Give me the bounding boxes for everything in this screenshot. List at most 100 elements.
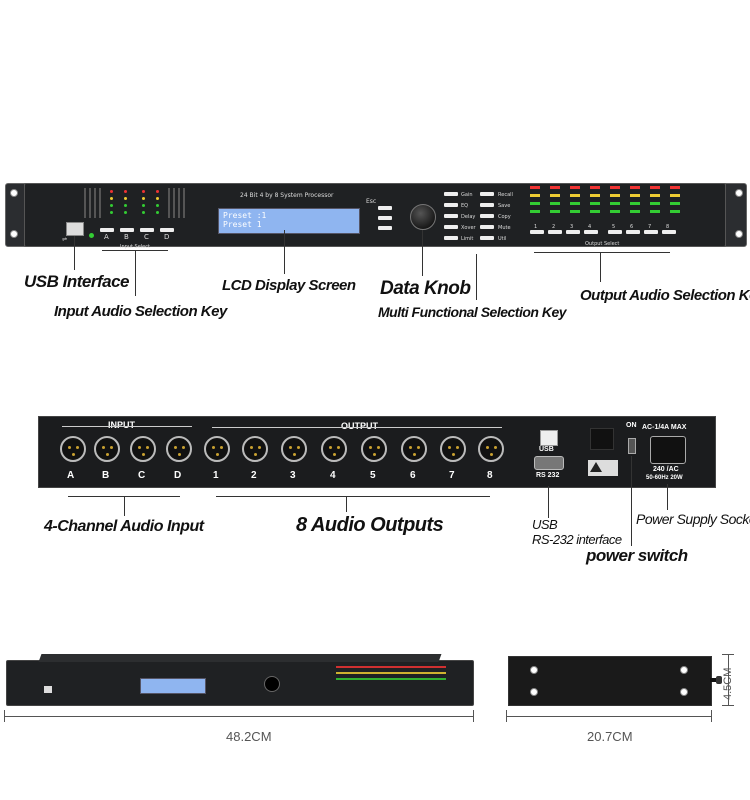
input-key-label: C: [144, 233, 149, 241]
input-jack-label: B: [102, 470, 110, 481]
meter-led: [124, 197, 127, 200]
power-rating-label: AC-1/4A MAX: [642, 424, 687, 431]
output-key-4[interactable]: [584, 230, 598, 234]
esc-label: Esc: [366, 198, 377, 205]
small-output-meters: [336, 666, 446, 694]
on-label: ON: [626, 422, 637, 429]
output-level-meters: [530, 186, 690, 226]
input-key-c[interactable]: [140, 228, 154, 232]
rack-hole: [735, 230, 743, 238]
dim-tick: [722, 654, 734, 655]
output-jack-label: 3: [290, 470, 296, 481]
output-key-7[interactable]: [644, 230, 658, 234]
esc-key[interactable]: [378, 206, 392, 210]
nav-key-down[interactable]: [378, 226, 392, 230]
callout-line: [284, 230, 285, 274]
menu-label-right: Copy: [498, 214, 511, 220]
meter-led: [142, 204, 145, 207]
depth-dimension: 20.7CM: [587, 729, 633, 744]
rear-usb-label: USB: [539, 446, 554, 453]
input-jack-label: C: [138, 470, 146, 481]
input-key-label: B: [124, 233, 129, 241]
output-jack-label: 6: [410, 470, 416, 481]
rear-output-title-line: [212, 427, 502, 428]
output-jack-label: 2: [251, 470, 257, 481]
menu-key[interactable]: [444, 192, 458, 196]
lcd-line-2: Preset 1: [223, 220, 262, 229]
output-key-5[interactable]: [608, 230, 622, 234]
xlr-output-1: [204, 436, 230, 462]
menu-key[interactable]: [444, 236, 458, 240]
output-jack-label: 5: [370, 470, 376, 481]
power-switch[interactable]: [628, 438, 636, 454]
callout-line: [74, 236, 75, 270]
power-cable-end: [716, 676, 722, 684]
width-dimension: 48.2CM: [226, 729, 272, 744]
side-hole: [680, 666, 688, 674]
input-select-keys: A B C D: [100, 228, 180, 244]
input-key-b[interactable]: [120, 228, 134, 232]
input-level-meters: [108, 188, 164, 222]
input-key-a[interactable]: [100, 228, 114, 232]
callout-line: [124, 496, 125, 516]
xlr-output-4: [321, 436, 347, 462]
xlr-output-7: [440, 436, 466, 462]
output-key-1[interactable]: [530, 230, 544, 234]
menu-key[interactable]: [444, 214, 458, 218]
rear-input-title-line: [62, 426, 192, 427]
output-key-label-callout: Output Audio Selection Key: [580, 287, 750, 304]
nav-key-up[interactable]: [378, 216, 392, 220]
menu-key[interactable]: [480, 225, 494, 229]
side-hole: [530, 666, 538, 674]
data-knob-label: Data Knob: [380, 278, 471, 299]
menu-key[interactable]: [480, 236, 494, 240]
dim-tick: [473, 710, 474, 722]
dim-line-depth: [506, 716, 712, 717]
rack-hole: [10, 189, 18, 197]
rack-hole: [735, 189, 743, 197]
meter-led: [156, 197, 159, 200]
lcd-display: Preset :1 Preset 1: [218, 208, 360, 234]
meter-led: [142, 190, 145, 193]
menu-key[interactable]: [444, 203, 458, 207]
power-socket-label: Power Supply Socket: [636, 511, 750, 527]
power-socket: [650, 436, 686, 464]
menu-label-left: EQ: [461, 203, 469, 209]
meter-led: [156, 204, 159, 207]
meter-led: [156, 211, 159, 214]
side-hole: [530, 688, 538, 696]
callout-line: [346, 496, 347, 512]
output-key-label: 5: [612, 224, 616, 230]
small-knob[interactable]: [264, 676, 280, 692]
usb-interface-label: USB Interface: [24, 272, 129, 291]
callout-line: [216, 496, 490, 497]
data-knob[interactable]: [410, 204, 436, 230]
audio-input-label: 4-Channel Audio Input: [44, 518, 204, 535]
input-key-d[interactable]: [160, 228, 174, 232]
frequency-label: 50-60Hz 20W: [646, 475, 683, 481]
meter-led: [110, 190, 113, 193]
output-jack-label: 7: [449, 470, 455, 481]
dim-tick: [506, 710, 507, 722]
meter-led: [124, 204, 127, 207]
menu-key[interactable]: [480, 203, 494, 207]
side-hole: [680, 688, 688, 696]
output-key-3[interactable]: [566, 230, 580, 234]
output-key-6[interactable]: [626, 230, 640, 234]
output-jack-label: 4: [330, 470, 336, 481]
vent-grille-left: [84, 188, 102, 218]
multi-function-keys: Gain EQ Delay Xover Limit Recall Save Co…: [444, 192, 524, 244]
device-title: 24 Bit 4 by 8 System Processor: [240, 192, 334, 199]
output-key-8[interactable]: [662, 230, 676, 234]
menu-key[interactable]: [480, 192, 494, 196]
menu-key[interactable]: [480, 214, 494, 218]
lcd-label: LCD Display Screen: [222, 277, 356, 294]
menu-label-right: Recall: [498, 192, 513, 198]
output-key-label: 1: [534, 224, 538, 230]
menu-key[interactable]: [444, 225, 458, 229]
xlr-input-a: [60, 436, 86, 462]
output-key-2[interactable]: [548, 230, 562, 234]
input-jack-label: D: [174, 470, 182, 481]
dim-line-width: [4, 716, 474, 717]
output-select-keys: 1 2 3 4 5 6 7 8: [530, 224, 690, 240]
